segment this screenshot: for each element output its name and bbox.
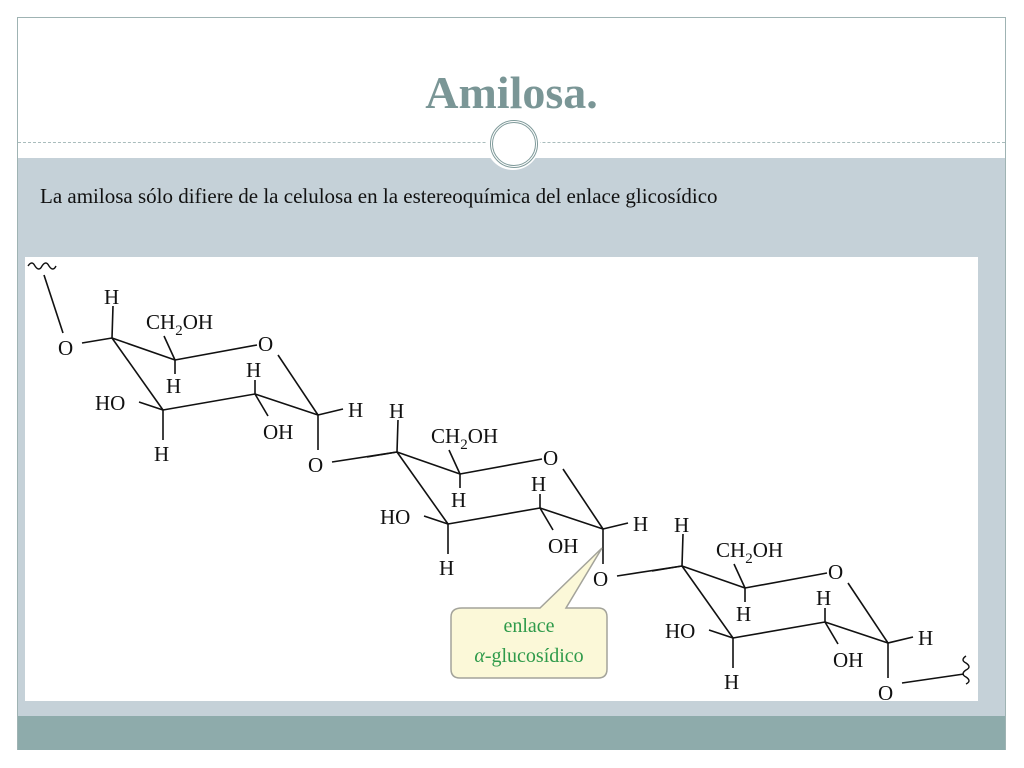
wavy-bond-icon bbox=[962, 655, 970, 685]
glucose-unit-1: O bbox=[27, 262, 398, 478]
callout-line-2: -glucosídico bbox=[485, 645, 584, 667]
alpha-glycosidic-callout: enlace α-glucosídico bbox=[450, 547, 608, 679]
alpha-symbol: α bbox=[474, 645, 485, 667]
circle-ornament-icon bbox=[486, 116, 540, 170]
wavy-bond-icon bbox=[27, 262, 57, 270]
body-text: La amilosa sólo difiere de la celulosa e… bbox=[40, 184, 718, 208]
o-left: O bbox=[58, 336, 73, 360]
footer-band bbox=[18, 716, 1005, 750]
glucose-unit-2 bbox=[366, 398, 683, 592]
callout-line-1: enlace bbox=[503, 615, 554, 637]
slide-title: Amilosa. bbox=[425, 67, 598, 118]
svg-text:α-glucosídico: α-glucosídico bbox=[474, 645, 583, 667]
